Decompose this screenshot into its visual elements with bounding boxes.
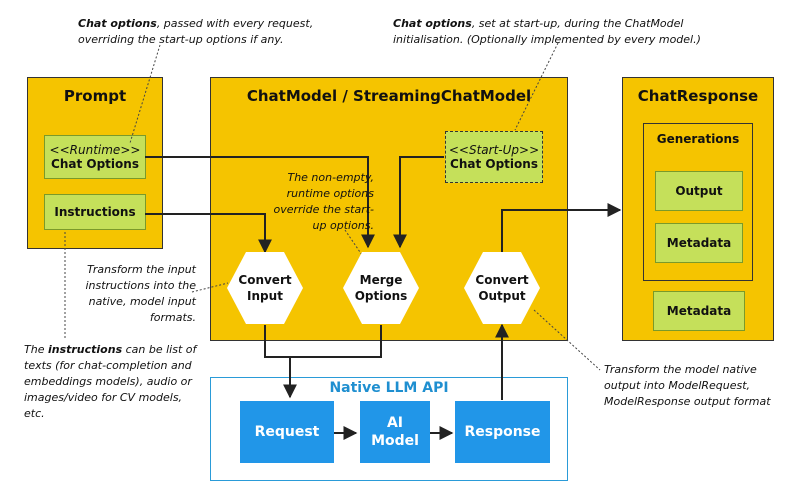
instructions-box: Instructions	[44, 194, 146, 230]
note-transform-input-text: Transform the input instructions into th…	[85, 263, 196, 324]
startup-stereotype: <<Start-Up>>	[448, 143, 540, 157]
prompt-chat-options-box: <<Runtime>> Chat Options	[44, 135, 146, 179]
convert-output-line1: Convert	[475, 272, 529, 287]
note-runtime-options-text: , passed with every request, overriding …	[78, 17, 314, 46]
note-runtime-options: Chat options, passed with every request,…	[78, 16, 318, 48]
convert-output-line2: Output	[478, 289, 526, 303]
prompt-chat-options-label: Chat Options	[51, 157, 139, 171]
response-label: Response	[464, 423, 541, 440]
chatresponse-title: ChatResponse	[637, 87, 759, 105]
note-startup-options-text: , set at start-up, during the ChatModel …	[393, 17, 701, 46]
ai-model-line2: Model	[371, 433, 419, 449]
chatmodel-title: ChatModel / StreamingChatModel	[246, 87, 532, 105]
startup-chat-options-box: <<Start-Up>> Chat Options	[445, 131, 543, 183]
convert-input-line1: Convert	[238, 272, 292, 287]
response-box: Response	[455, 401, 550, 463]
instructions-label: Instructions	[54, 205, 136, 219]
generations-box: Generations	[643, 123, 753, 281]
note-transform-output-text: Transform the model native output into M…	[604, 363, 771, 408]
request-label: Request	[254, 423, 320, 440]
note-override: The non-empty, runtime options override …	[268, 170, 375, 234]
prompt-panel: Prompt <<Runtime>> Chat Options Instruct…	[27, 77, 163, 249]
output-box: Output	[655, 171, 743, 211]
generations-label: Generations	[656, 132, 740, 146]
note-transform-output: Transform the model native output into M…	[604, 362, 774, 410]
ai-model-box: AI Model	[360, 401, 430, 463]
native-llm-api-title: Native LLM API	[329, 380, 449, 396]
note-startup-options-bold: Chat options	[393, 17, 472, 30]
request-box: Request	[240, 401, 334, 463]
note-instructions: The instructions can be list of texts (f…	[24, 342, 204, 422]
startup-chat-options-label: Chat Options	[450, 157, 538, 171]
generation-metadata-label: Metadata	[666, 236, 732, 250]
prompt-title: Prompt	[63, 87, 127, 105]
note-instructions-pre: The	[24, 343, 48, 356]
merge-options-line1: Merge	[359, 272, 403, 287]
chatresponse-panel: ChatResponse Generations Output Metadata…	[622, 77, 774, 341]
generation-metadata-box: Metadata	[655, 223, 743, 263]
merge-options-line2: Options	[354, 289, 408, 303]
output-label: Output	[675, 184, 723, 198]
note-override-text: The non-empty, runtime options override …	[273, 171, 375, 232]
ai-model-line1: AI	[386, 414, 404, 431]
response-metadata-label: Metadata	[666, 304, 732, 318]
runtime-stereotype: <<Runtime>>	[49, 143, 141, 157]
note-startup-options: Chat options, set at start-up, during th…	[393, 16, 733, 48]
note-instructions-bold: instructions	[47, 343, 123, 356]
note-instructions-text: can be list of texts (for chat-completio…	[24, 343, 197, 420]
response-metadata-box: Metadata	[653, 291, 745, 331]
note-runtime-options-bold: Chat options	[78, 17, 157, 30]
note-transform-input: Transform the input instructions into th…	[78, 262, 196, 326]
convert-input-line2: Input	[247, 289, 283, 303]
